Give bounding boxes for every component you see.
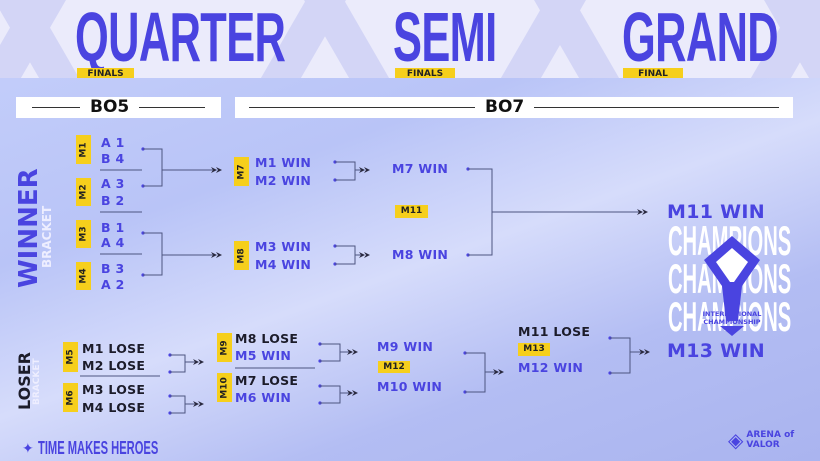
match-badge-m1: M1 <box>76 135 91 164</box>
match-m7-slot-2: M2 WIN <box>255 173 312 188</box>
match-badge-m11: M11 <box>395 205 428 218</box>
connector-line <box>335 245 362 265</box>
match-badge-m2: M2 <box>76 178 91 206</box>
footer-slogan: ✦ TIME MAKES HEROES <box>22 438 159 458</box>
match-m6-slot-2: M4 LOSE <box>82 400 146 415</box>
championship-text: INTERNATIONAL CHAMPIONSHIP <box>702 310 762 326</box>
match-badge-m13: M13 <box>518 343 550 356</box>
arrow-icon <box>637 209 648 215</box>
match-badge-m3: M3 <box>76 220 91 248</box>
semi-subtitle: FINALS <box>395 68 455 78</box>
match-m9-slot-2: M5 WIN <box>235 348 292 363</box>
arrow-icon <box>359 252 370 258</box>
bo5-bar: BO5 <box>16 97 221 118</box>
match-badge-m12: M12 <box>378 361 410 373</box>
match-m13-slot-2: M12 WIN <box>518 360 584 375</box>
match-m2-slot-2: B 2 <box>101 193 125 208</box>
match-m13-slot-1: M11 LOSE <box>518 324 591 339</box>
arrow-icon <box>493 369 504 375</box>
connector-line <box>320 343 350 362</box>
arrow-icon <box>211 167 222 173</box>
match-m8-slot-2: M4 WIN <box>255 257 312 272</box>
separator-line <box>100 169 142 255</box>
match-badge-m7: M7 <box>234 157 249 186</box>
grand-title: GRAND <box>622 0 779 76</box>
match-m2-slot-1: A 3 <box>101 176 125 191</box>
semi-title: SEMI <box>393 0 497 76</box>
match-m1-slot-2: B 4 <box>101 151 125 166</box>
arrow-icon <box>359 167 370 173</box>
match-m8-slot-1: M3 WIN <box>255 239 312 254</box>
bo7-bar: BO7 <box>235 97 793 118</box>
connector-line <box>143 148 214 187</box>
grand-final-result: M13 WIN <box>667 340 765 362</box>
match-badge-m5: M5 <box>63 342 78 372</box>
match-m5-slot-2: M2 LOSE <box>82 358 146 373</box>
match-m7-slot-1: M1 WIN <box>255 155 312 170</box>
connector-line <box>320 385 350 404</box>
match-m11-slot-2: M8 WIN <box>392 247 449 262</box>
quarter-title: QUARTER <box>75 0 286 76</box>
match-m9-slot-1: M8 LOSE <box>235 331 299 346</box>
match-m4-slot-1: B 3 <box>101 261 125 276</box>
match-m10-slot-2: M6 WIN <box>235 390 292 405</box>
match-m3-slot-1: B 1 <box>101 220 125 235</box>
connector-line <box>468 168 640 256</box>
arrow-icon <box>347 349 358 355</box>
quarter-subtitle: FINALS <box>77 68 134 78</box>
match-badge-m9: M9 <box>217 333 232 362</box>
header: QUARTER SEMI GRAND FINALS FINALS FINAL <box>0 0 820 78</box>
diamond-logo-icon: ✦ <box>22 440 34 457</box>
match-badge-m4: M4 <box>76 262 91 290</box>
match-m10-slot-1: M7 LOSE <box>235 373 299 388</box>
winner-final-result: M11 WIN <box>667 201 765 223</box>
match-m4-slot-2: A 2 <box>101 277 125 292</box>
trophy-icon <box>704 236 760 336</box>
connector-line <box>465 352 496 393</box>
arrow-icon <box>193 401 204 407</box>
connector-line <box>170 395 196 414</box>
match-badge-m10: M10 <box>217 373 232 402</box>
match-m12-slot-1: M9 WIN <box>377 339 434 354</box>
arrow-icon <box>347 390 358 396</box>
match-m12-slot-2: M10 WIN <box>377 379 443 394</box>
bo5-label: BO5 <box>80 97 140 118</box>
grand-subtitle: FINAL <box>623 68 683 78</box>
arrow-icon <box>193 359 204 365</box>
valor-diamond-icon: ◈ <box>728 428 744 452</box>
match-badge-m8: M8 <box>234 241 249 270</box>
arrow-icon <box>639 349 650 355</box>
arrow-icon <box>211 252 222 258</box>
connector-line <box>143 232 214 276</box>
bo7-label: BO7 <box>475 97 535 118</box>
match-m11-slot-1: M7 WIN <box>392 161 449 176</box>
match-m1-slot-1: A 1 <box>101 135 125 150</box>
match-m6-slot-1: M3 LOSE <box>82 382 146 397</box>
connector-line <box>610 337 642 374</box>
arena-of-valor-logo: ◈ ARENA of VALOR <box>728 428 795 452</box>
match-m3-slot-2: A 4 <box>101 235 125 250</box>
match-badge-m6: M6 <box>63 383 78 412</box>
separator-line <box>80 367 315 377</box>
connector-line <box>170 354 196 373</box>
champions-logo: CHAMPIONS CHAMPIONS CHAMPIONS INTERNATIO… <box>668 226 796 340</box>
connector-line <box>335 161 362 181</box>
match-m5-slot-1: M1 LOSE <box>82 341 146 356</box>
